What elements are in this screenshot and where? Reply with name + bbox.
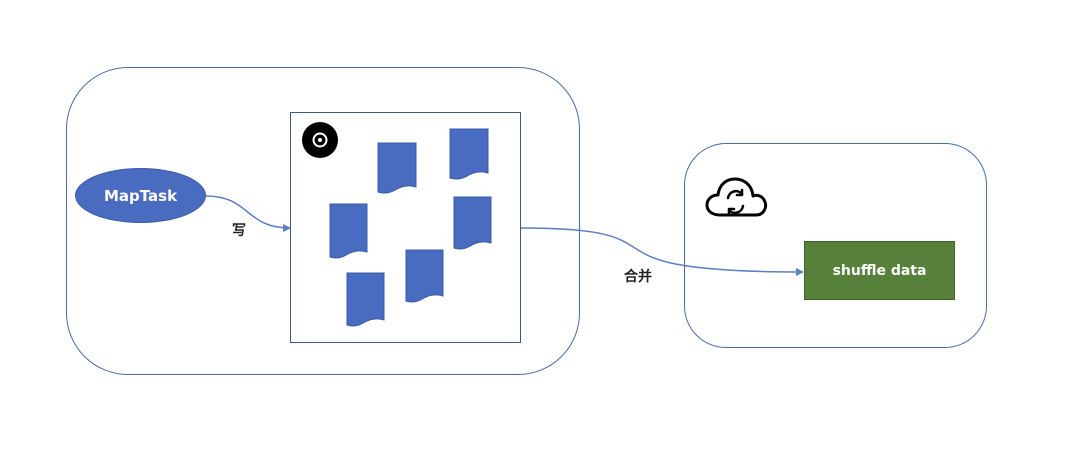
file-icon — [377, 142, 417, 194]
maptask-node: MapTask — [75, 168, 206, 223]
write-arrow — [205, 195, 291, 232]
cloud-sync-icon — [705, 177, 768, 217]
file-icon — [405, 249, 444, 303]
file-icon — [453, 196, 492, 250]
file-icon — [449, 128, 489, 180]
merge-arrow — [520, 227, 804, 276]
disk-icon — [302, 122, 338, 158]
shuffle-data-node: shuffle data — [804, 241, 955, 300]
file-icon — [329, 203, 368, 259]
merge-edge-label: 合并 — [624, 269, 652, 285]
file-icon — [346, 272, 385, 327]
write-edge-label: 写 — [232, 223, 246, 239]
